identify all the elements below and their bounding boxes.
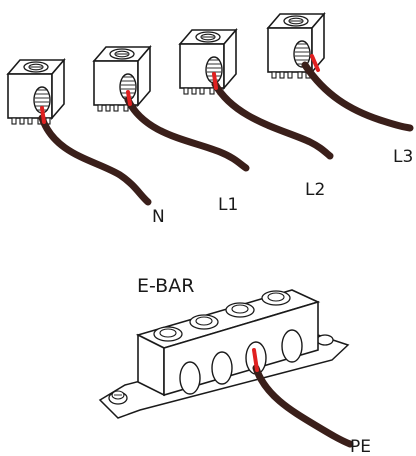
wire-l1: [124, 90, 250, 172]
terminal-l1: [93, 46, 151, 112]
label-l3: L3: [393, 147, 413, 167]
terminal-l2: [179, 29, 237, 95]
wire-n: [38, 106, 152, 206]
label-l1: L1: [218, 195, 238, 215]
ebar-screw-1: [153, 326, 183, 342]
wire-l3: [301, 54, 414, 132]
earth-bar: [98, 289, 350, 419]
wire-pe: [252, 348, 354, 448]
label-l2: L2: [305, 180, 325, 200]
label-n: N: [152, 207, 165, 227]
label-ebar: E-BAR: [137, 275, 194, 297]
ebar-screw-3: [225, 302, 255, 318]
ebar-screw-2: [189, 314, 219, 330]
ebar-screw-4: [261, 290, 291, 306]
wire-l2: [211, 72, 334, 160]
label-pe: PE: [350, 437, 371, 456]
terminal-n: [7, 59, 65, 125]
